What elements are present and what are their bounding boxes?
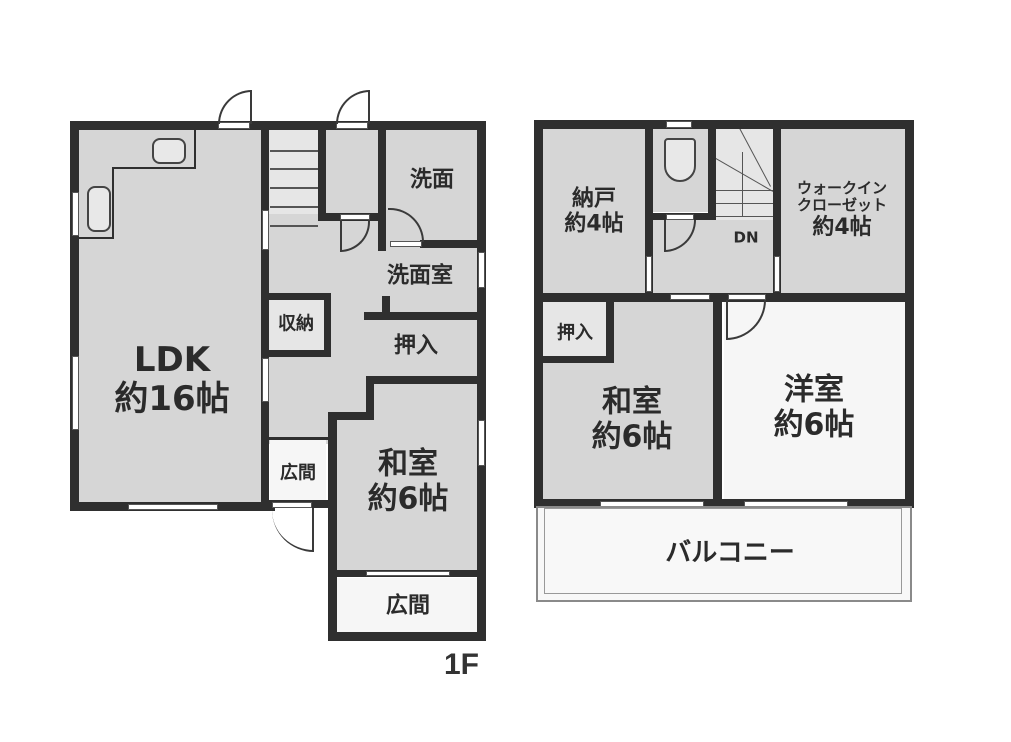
window: [366, 571, 450, 576]
washitsu-1f-area: [334, 390, 480, 570]
door-opening: [272, 502, 312, 508]
wall: [328, 632, 486, 641]
stair-step: [716, 203, 774, 204]
room-label-shuno: 収納: [278, 313, 314, 335]
room-label-hiroma-bottom: 広間: [385, 593, 431, 619]
door-swing: [218, 90, 252, 124]
balcony-area: [536, 506, 912, 602]
room-label-washitsu: 和室 約6帖: [367, 446, 449, 516]
hiroma-bottom-area: [336, 578, 478, 632]
kitchen-counter-line: [194, 130, 196, 169]
wall: [713, 293, 722, 505]
wall: [262, 293, 330, 300]
wall: [540, 356, 614, 363]
ldk-area: [78, 128, 266, 505]
wall: [364, 312, 480, 320]
window: [478, 252, 485, 288]
wall: [366, 376, 374, 420]
window: [72, 356, 79, 430]
wall: [773, 120, 781, 302]
stair-step: [270, 187, 318, 189]
nando-area: [542, 128, 646, 294]
wall: [645, 120, 653, 302]
window: [478, 420, 485, 466]
wic-area: [780, 128, 906, 294]
wall: [366, 376, 480, 384]
wall: [70, 121, 486, 130]
room-label-senmenshitsu: 洗面室: [386, 263, 454, 289]
stair-step: [716, 190, 774, 191]
stair-area-1f: [268, 130, 320, 214]
balcony-rail: [544, 508, 902, 594]
yoshitsu-area: [724, 302, 906, 500]
stair-step: [270, 150, 318, 152]
room-label-washitsu-2f: 和室 約6帖: [591, 384, 673, 454]
wall: [318, 121, 326, 221]
door-swing: [336, 90, 370, 124]
window: [262, 358, 269, 402]
wall: [328, 412, 372, 420]
room-label-ldk: LDK 約16帖: [114, 339, 230, 419]
room-label-oshiire-2f: 押入: [557, 322, 593, 344]
stair-step: [270, 206, 318, 208]
shuno-area: [269, 300, 324, 350]
wall: [905, 120, 914, 508]
oshiire-2f-area: [542, 302, 606, 362]
room-label-yoshitsu: 洋室 約6帖: [773, 372, 855, 442]
kitchen-counter-line: [112, 167, 196, 169]
door-swing: [272, 508, 314, 552]
wall: [534, 293, 914, 302]
stair-rail: [742, 152, 743, 216]
window: [774, 256, 780, 292]
stair-step: [270, 225, 318, 227]
stair-step: [716, 216, 774, 217]
window: [262, 210, 269, 250]
room-label-oshiire: 押入: [393, 333, 439, 359]
sink-fixture: [152, 138, 186, 164]
hiroma-small-area: [270, 440, 326, 500]
wall: [324, 293, 331, 357]
wall: [70, 121, 79, 511]
wall: [420, 240, 480, 248]
toilet-1f: [326, 130, 380, 214]
wall: [378, 121, 386, 251]
wall: [534, 499, 914, 508]
door-opening: [666, 214, 694, 220]
wall: [606, 300, 614, 362]
wall: [382, 296, 390, 316]
kitchen-counter-line: [112, 167, 114, 239]
room-label-balcony: バルコニー: [665, 538, 795, 569]
room-label-wic: ウォークイン クローゼット 約4帖: [796, 179, 888, 240]
door-opening: [728, 294, 766, 300]
wall: [534, 120, 914, 129]
room-label-senmen: 洗面: [409, 167, 455, 193]
door-opening: [670, 294, 710, 300]
wall: [534, 120, 543, 508]
door-opening: [340, 214, 370, 220]
window: [646, 256, 652, 292]
window: [72, 192, 79, 236]
floor-label-1f: 1F: [444, 648, 480, 681]
stair-step: [270, 168, 318, 170]
wall: [328, 416, 337, 641]
kitchen-counter-line: [78, 237, 114, 239]
window: [666, 121, 692, 128]
window: [128, 504, 218, 510]
wall: [262, 350, 330, 357]
wall: [708, 120, 716, 220]
wall: [261, 121, 269, 511]
wall: [268, 437, 330, 440]
stairs-down-label: DN: [733, 228, 759, 247]
toilet-fixture: [664, 138, 696, 182]
stove-fixture: [87, 186, 111, 232]
wall: [477, 121, 486, 641]
room-label-hiroma-small: 広間: [280, 462, 316, 484]
room-label-nando: 納戸 約4帖: [564, 186, 624, 237]
